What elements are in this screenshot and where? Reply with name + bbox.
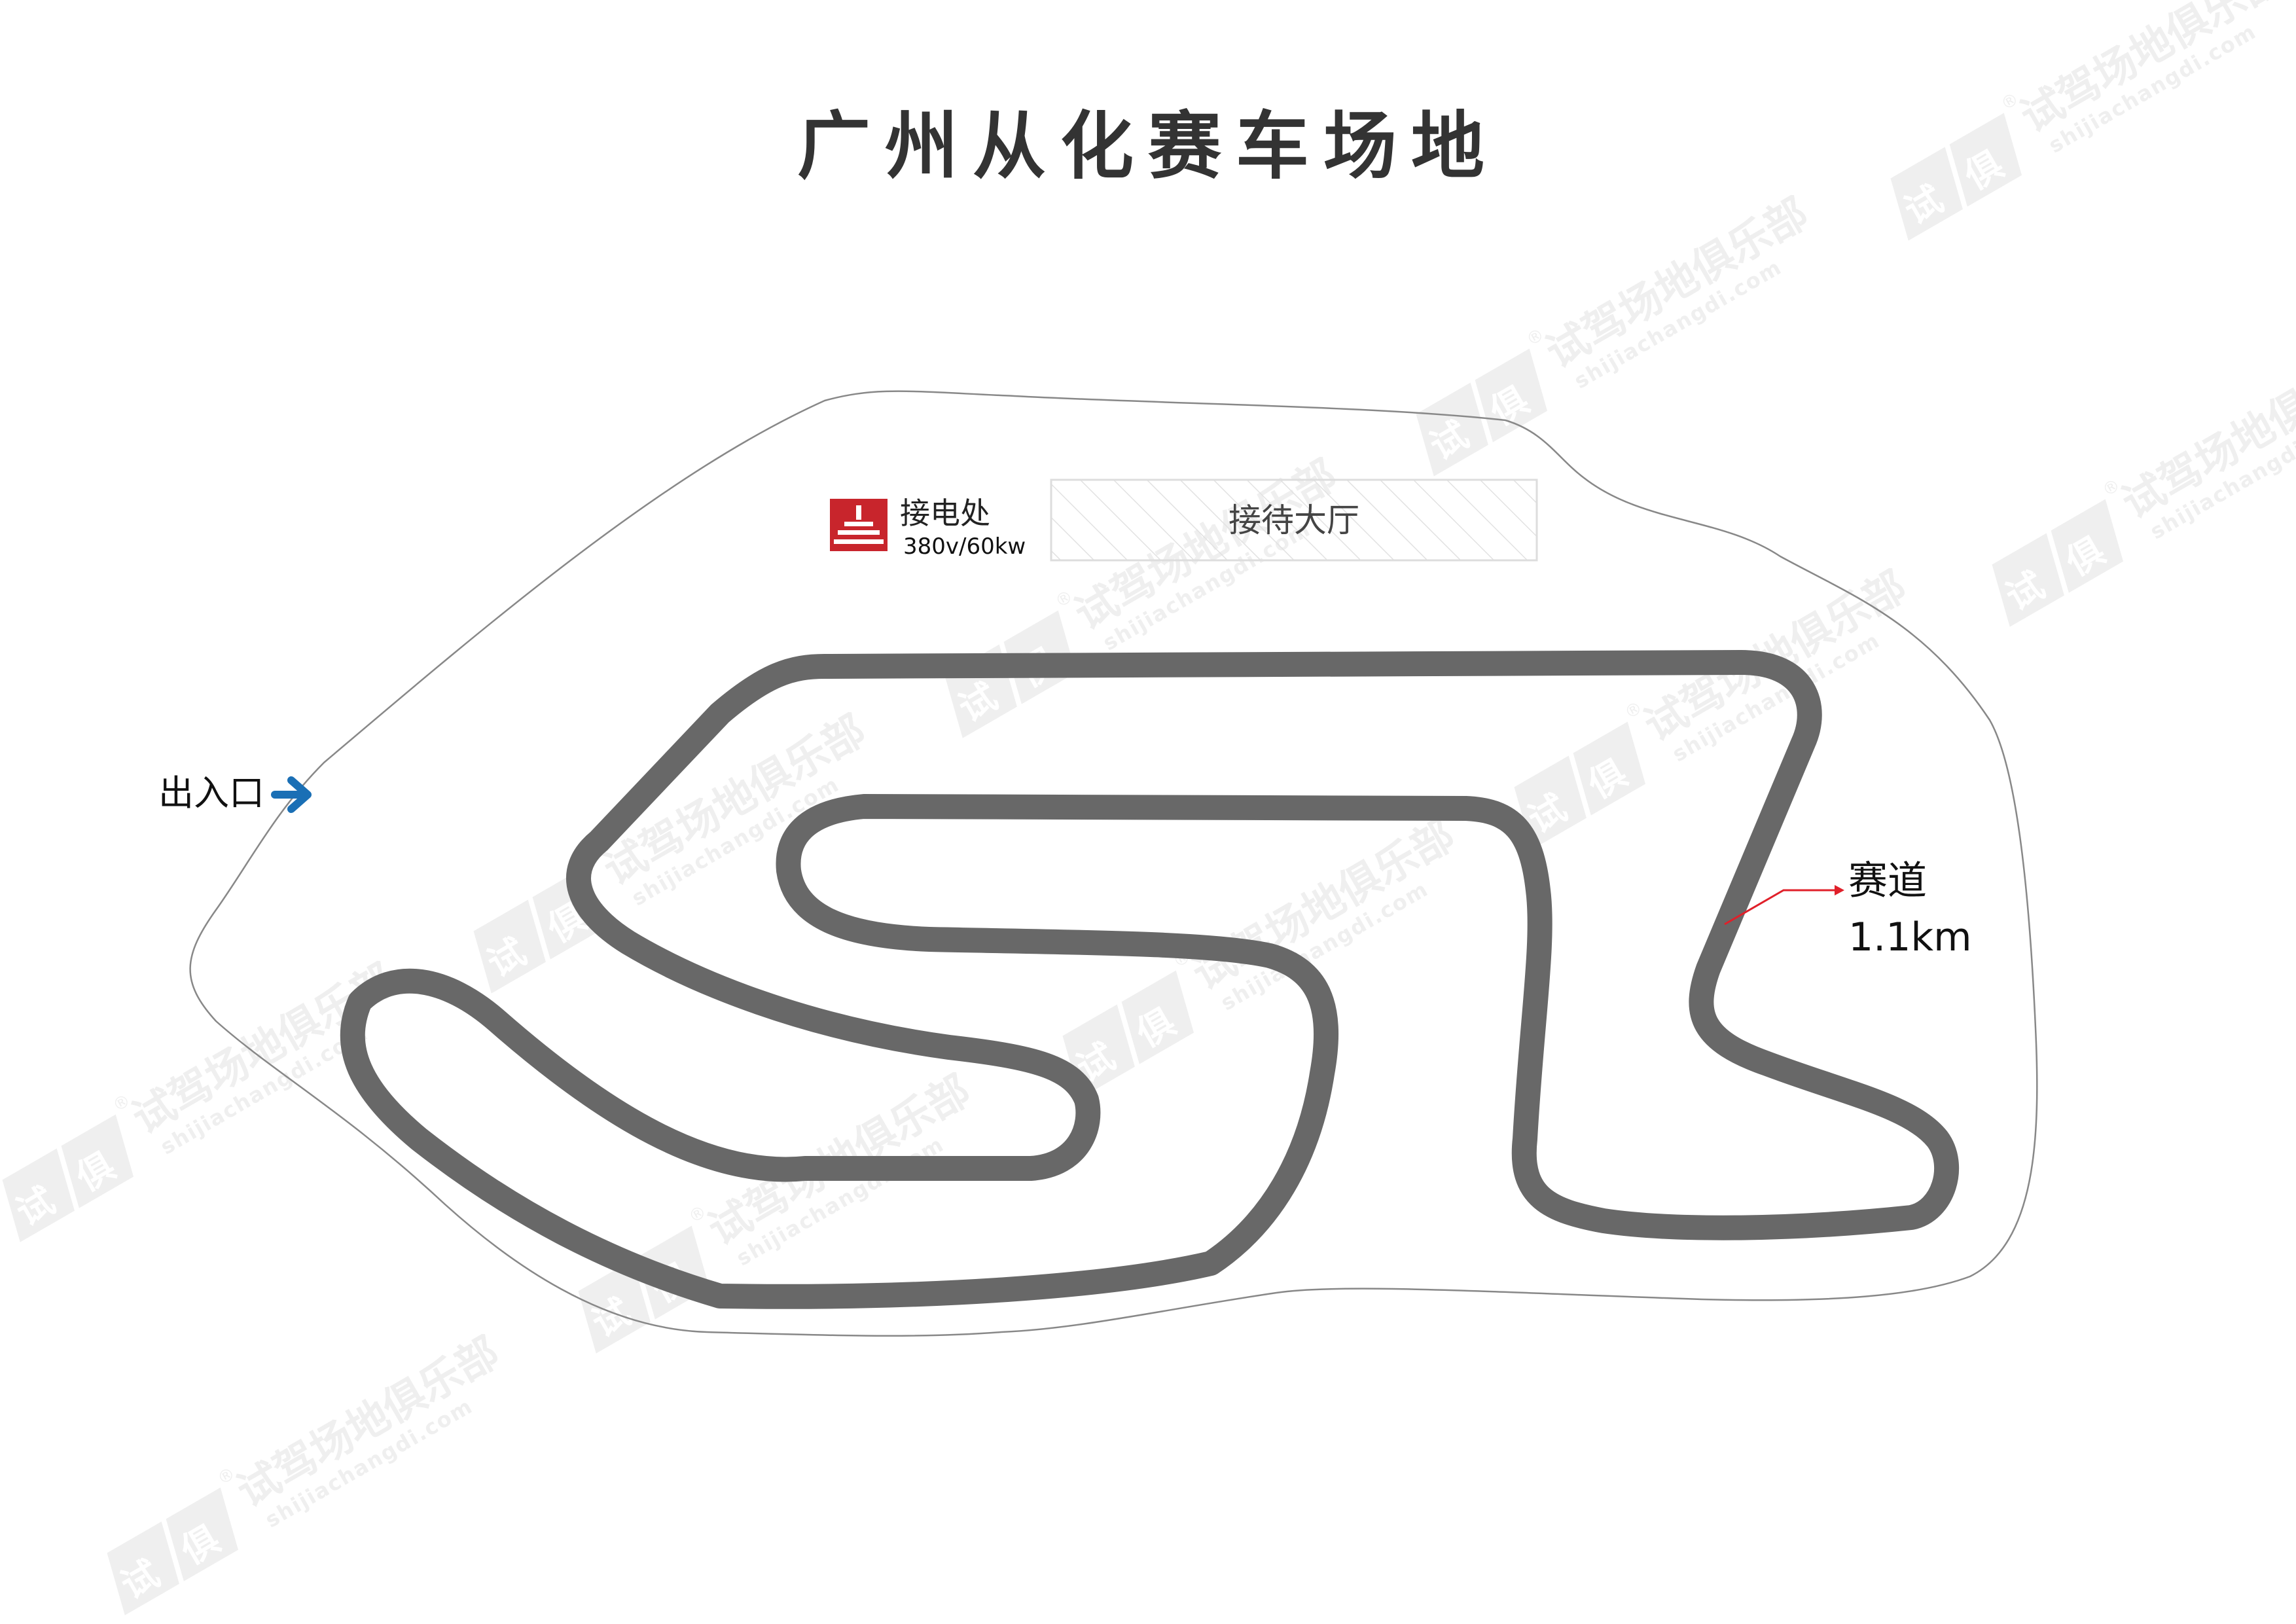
power-outlet-icon: [830, 499, 888, 551]
power-supply-label: 接电处: [900, 496, 990, 531]
track-length-callout: 赛道 1.1km: [1724, 858, 1972, 960]
venue-boundary: [189, 390, 2038, 1337]
track-pointer-line: [1724, 889, 1839, 926]
entrance-label: 出入口: [158, 772, 264, 814]
reception-hall-label: 接待大厅: [1229, 501, 1359, 539]
power-spec-label: 380v/60kw: [903, 533, 1026, 560]
track-pointer-arrowhead: [1835, 885, 1844, 895]
race-track: [340, 650, 1959, 1309]
arrow-right-icon: [271, 776, 312, 813]
track-length-label: 1.1km: [1848, 914, 1972, 960]
reception-hall: 接待大厅: [1050, 478, 1538, 562]
page-title: 广州从化赛车场地: [797, 104, 1499, 189]
power-supply-marker: 接电处 380v/60kw: [830, 496, 1026, 560]
track-label: 赛道: [1848, 858, 1927, 904]
entrance-marker: 出入口: [158, 772, 312, 814]
